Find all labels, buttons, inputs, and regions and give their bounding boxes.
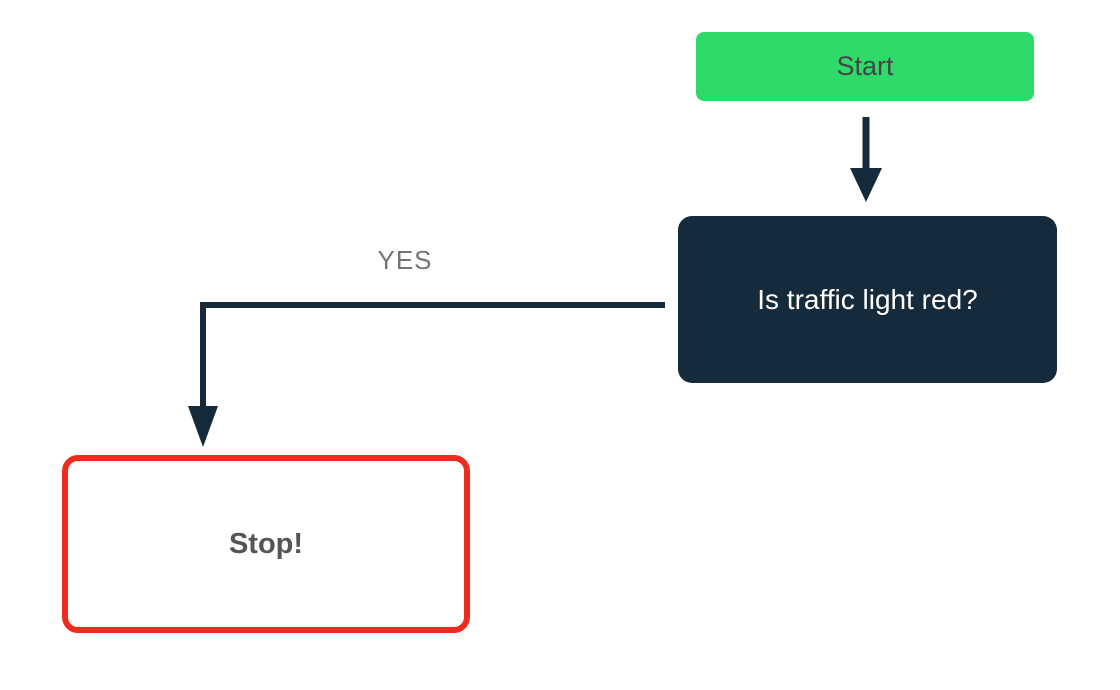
arrowhead-down-icon: [188, 406, 218, 447]
node-decision-label: Is traffic light red?: [757, 283, 978, 315]
node-stop-label: Stop!: [228, 527, 304, 560]
node-stop: Stop!: [62, 455, 470, 633]
edge-decision-to-stop: [188, 302, 665, 447]
arrowhead-down-icon: [850, 168, 882, 202]
node-start-label: Start: [836, 51, 894, 81]
edge-start-to-decision: [850, 117, 882, 202]
edge-label-yes: YES: [377, 245, 433, 275]
node-decision: Is traffic light red?: [678, 216, 1057, 383]
node-start: Start: [696, 32, 1034, 101]
